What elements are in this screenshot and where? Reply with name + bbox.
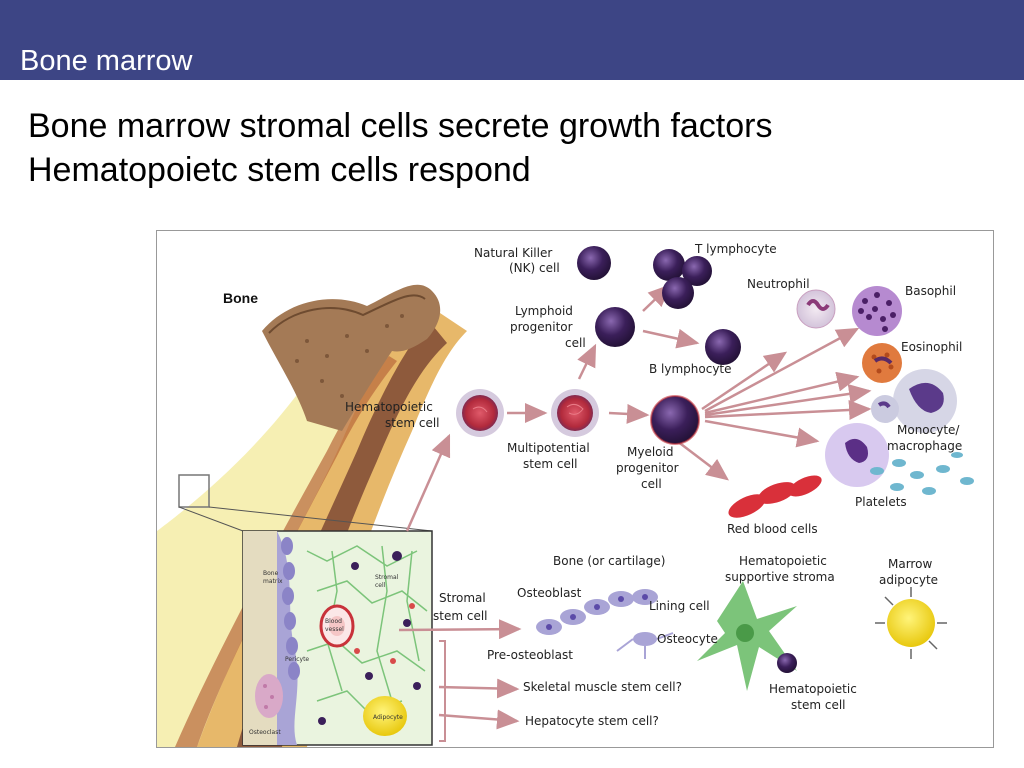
arrows	[398, 284, 872, 730]
label-supportive-stroma-l2: supportive stroma	[725, 570, 835, 584]
label-pre-osteoblast: Pre-osteoblast	[487, 648, 573, 662]
label-nk-l2: (NK) cell	[509, 261, 560, 275]
inset-bone-matrix-l2: matrix	[263, 578, 283, 585]
label-nk-l1: Natural Killer	[474, 246, 552, 260]
label-bone: Bone	[223, 290, 258, 306]
label-stromal-l2: stem cell	[433, 609, 488, 623]
inset-osteoclast: Osteoclast	[249, 729, 281, 736]
label-lymphoid-l1: Lymphoid	[515, 304, 573, 318]
inset-stromal-cell-l1: Stromal	[375, 574, 399, 581]
inset-bone-matrix-l1: Bone	[263, 570, 279, 577]
bracket	[439, 640, 446, 742]
marrow-inset: Bone matrix Stromal cell Blood vessel Pe…	[242, 530, 433, 746]
label-supportive-stroma-l1: Hematopoietic	[739, 554, 827, 568]
title-bar: Bone marrow	[0, 0, 1024, 80]
diagram-svg: Bone Bone matrix Strom	[157, 242, 974, 747]
inset-pericyte: Pericyte	[285, 656, 309, 663]
label-osteoblast: Osteoblast	[517, 586, 582, 600]
label-bone-or-cartilage: Bone (or cartilage)	[553, 554, 665, 568]
label-hepatocyte: Hepatocyte stem cell?	[525, 714, 659, 728]
label-marrow-adipocyte-l1: Marrow	[888, 557, 932, 571]
label-lymphoid-l2: progenitor	[510, 320, 573, 334]
label-multipotential-l2: stem cell	[523, 457, 578, 471]
label-hsc-bottom-l2: stem cell	[791, 698, 846, 712]
diagram-labels: Natural Killer (NK) cell T lymphocyte Ly…	[345, 242, 962, 728]
label-lymphoid-l3: cell	[565, 336, 586, 350]
label-stromal-l1: Stromal	[439, 591, 486, 605]
label-hsc-l2: stem cell	[385, 416, 440, 430]
cells	[456, 246, 974, 691]
label-neutrophil: Neutrophil	[747, 277, 810, 291]
inset-blood-vessel-l1: Blood	[325, 618, 342, 625]
label-myeloid-l2: progenitor	[616, 461, 679, 475]
slide-title: Bone marrow	[20, 45, 193, 77]
label-hsc-bottom-l1: Hematopoietic	[769, 682, 857, 696]
label-monocyte-l1: Monocyte/	[897, 423, 960, 437]
label-lining-cell: Lining cell	[649, 599, 710, 613]
label-platelets: Platelets	[855, 495, 907, 509]
label-skeletal-muscle: Skeletal muscle stem cell?	[523, 680, 682, 694]
label-multipotential-l1: Multipotential	[507, 441, 590, 455]
bullet-2: Hematopoietc stem cells respond	[28, 151, 531, 189]
hematopoiesis-diagram: Bone Bone matrix Strom	[156, 230, 994, 748]
label-osteocyte: Osteocyte	[657, 632, 718, 646]
label-b-lymphocyte: B lymphocyte	[649, 362, 732, 376]
bullet-1: Bone marrow stromal cells secrete growth…	[28, 107, 773, 145]
label-myeloid-l1: Myeloid	[627, 445, 673, 459]
inset-blood-vessel-l2: vessel	[325, 626, 344, 633]
label-myeloid-l3: cell	[641, 477, 662, 491]
label-eosinophil: Eosinophil	[901, 340, 962, 354]
inset-stromal-cell-l2: cell	[375, 582, 386, 589]
label-red-blood-cells: Red blood cells	[727, 522, 818, 536]
label-basophil: Basophil	[905, 284, 956, 298]
label-monocyte-l2: macrophage	[887, 439, 962, 453]
bullet-list: Bone marrow stromal cells secrete growth…	[28, 104, 772, 192]
label-t-lymphocyte: T lymphocyte	[694, 242, 777, 256]
label-hsc-l1: Hematopoietic	[345, 400, 433, 414]
label-marrow-adipocyte-l2: adipocyte	[879, 573, 938, 587]
inset-adipocyte: Adipocyte	[373, 714, 403, 721]
